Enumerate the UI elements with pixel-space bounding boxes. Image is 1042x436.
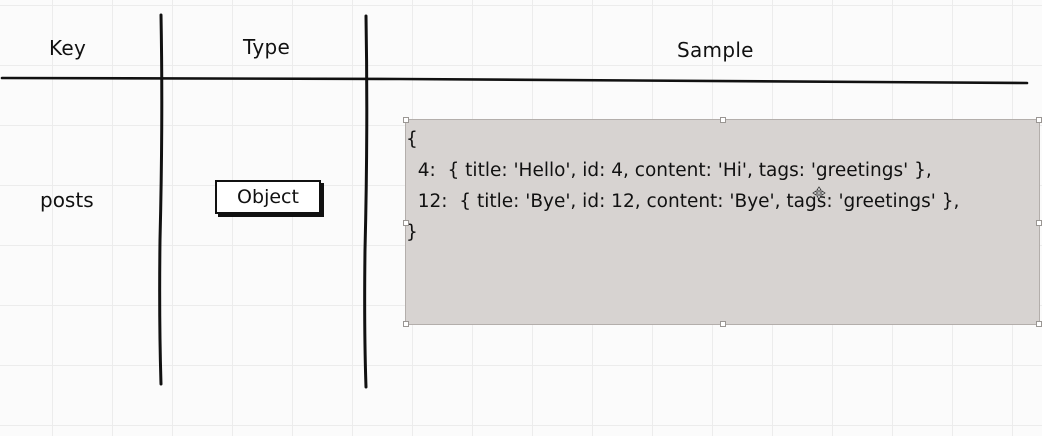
- header-divider-line: [0, 76, 1029, 85]
- column-divider-2: [363, 14, 369, 389]
- sample-line-1: {: [406, 129, 418, 150]
- header-sample: Sample: [677, 38, 754, 62]
- sample-code-box[interactable]: { 4: { title: 'Hello', id: 4, content: '…: [403, 117, 1042, 327]
- resize-handle-right[interactable]: [1036, 220, 1042, 226]
- resize-handle-bottom-right[interactable]: [1036, 321, 1042, 327]
- row-key-cell: posts: [40, 188, 94, 212]
- move-cursor-icon: [812, 186, 826, 200]
- sample-code-text: { 4: { title: 'Hello', id: 4, content: '…: [406, 124, 959, 248]
- resize-handle-top-right[interactable]: [1036, 117, 1042, 123]
- type-object-button[interactable]: Object: [215, 180, 321, 214]
- resize-handle-top[interactable]: [720, 117, 726, 123]
- resize-handle-bottom[interactable]: [720, 321, 726, 327]
- sample-line-2: 4: { title: 'Hello', id: 4, content: 'Hi…: [406, 160, 932, 181]
- column-divider-1: [158, 13, 164, 386]
- sample-line-3: 12: { title: 'Bye', id: 12, content: 'By…: [406, 191, 960, 212]
- type-object-label: Object: [237, 186, 299, 208]
- resize-handle-bottom-left[interactable]: [403, 321, 409, 327]
- resize-handle-top-left[interactable]: [403, 117, 409, 123]
- sample-line-4: }: [406, 222, 418, 243]
- header-key: Key: [49, 36, 87, 60]
- resize-handle-left[interactable]: [403, 220, 409, 226]
- header-type: Type: [243, 35, 291, 59]
